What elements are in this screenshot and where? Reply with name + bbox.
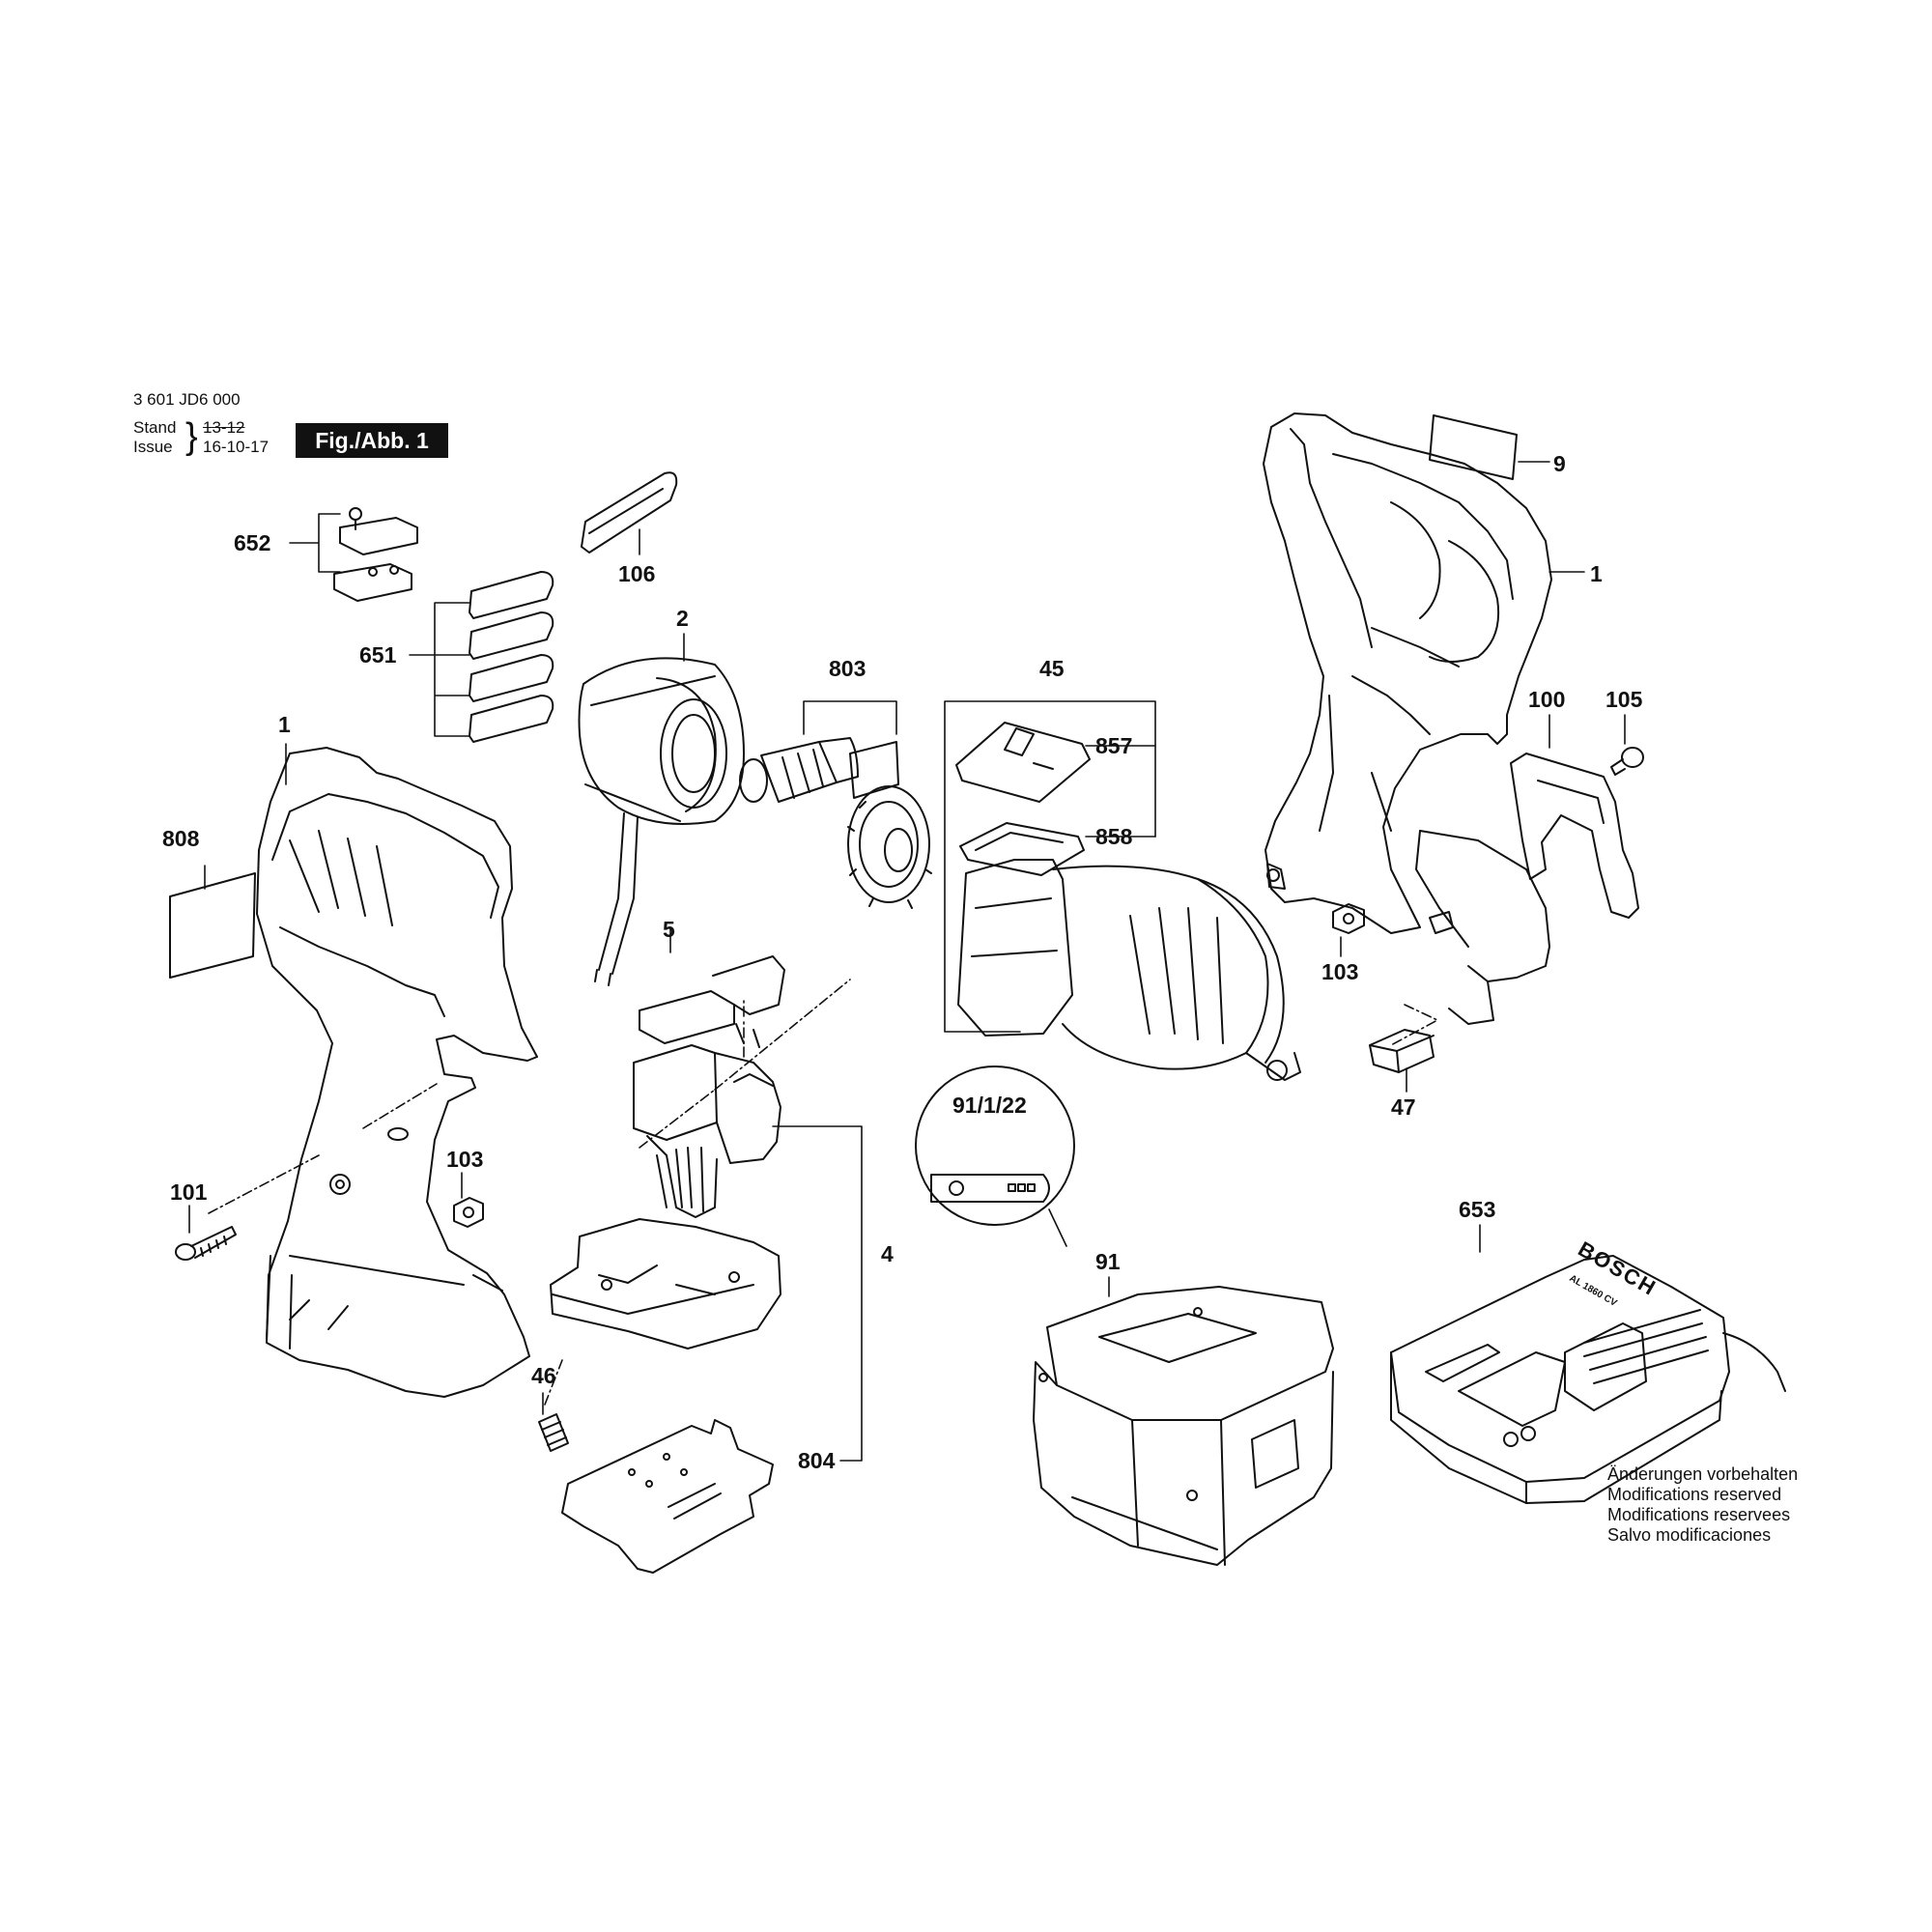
callout-857: 857 [1095,733,1133,758]
callout-101: 101 [170,1179,208,1205]
note-line-en: Modifications reserved [1607,1485,1782,1504]
part-105-screw [1611,748,1643,775]
part-45-gearbox-chuck [958,860,1300,1080]
part-number: 3 601 JD6 000 [133,390,241,409]
callout-653: 653 [1459,1197,1496,1222]
issue-value: 16-10-17 [203,438,270,456]
part-100-belt-clip [1511,753,1638,918]
part-46-spring [539,1414,568,1451]
part-103-nut-right [1333,904,1364,933]
callout-652: 652 [234,530,271,555]
leader-lines [189,462,1625,1461]
callout-808: 808 [162,826,200,851]
callout-1-left: 1 [278,712,291,737]
note-line-de: Änderungen vorbehalten [1607,1464,1799,1484]
callout-45: 45 [1039,656,1065,681]
part-103-nut-left [454,1198,483,1227]
callout-2: 2 [676,606,689,631]
issue-label: Issue [133,438,173,456]
part-91-1-22-bubble [916,1066,1074,1225]
part-91-battery [1034,1287,1333,1565]
part-858-plate [960,823,1084,875]
part-2-stator [580,658,745,985]
part-9-label [1430,415,1517,479]
part-653-charger [1391,1256,1785,1503]
part-106-plate [582,472,676,553]
callout-4: 4 [881,1241,894,1266]
stand-value: 13-12 [203,418,245,437]
part-1-housing-left [257,748,537,1397]
part-652-clips [334,508,417,601]
callout-100: 100 [1528,687,1566,712]
callout-1-right: 1 [1590,561,1603,586]
part-808-label [170,873,255,978]
callout-47: 47 [1391,1094,1416,1120]
callout-103-right: 103 [1321,959,1359,984]
callout-803: 803 [829,656,867,681]
part-1-housing-right [1264,413,1551,1024]
callout-91: 91 [1095,1249,1121,1274]
figure-label: Fig./Abb. 1 [296,423,448,458]
callout-804: 804 [798,1448,836,1473]
callout-5: 5 [663,917,675,942]
part-101-screw [176,1227,236,1260]
modifications-note: Änderungen vorbehalten Modifications res… [1607,1464,1798,1546]
brace-glyph: } [185,416,198,457]
stand-label: Stand [133,418,177,437]
part-803-armature [740,738,931,908]
part-804-base-plate [562,1420,773,1573]
part-47-pad [1370,1030,1434,1072]
callout-651: 651 [359,642,397,668]
part-651-plates [469,572,553,742]
callout-46: 46 [531,1363,556,1388]
callout-91-1-22: 91/1/22 [952,1093,1027,1118]
callout-858: 858 [1095,824,1133,849]
note-line-fr: Modifications reservees [1607,1505,1791,1524]
callout-105: 105 [1605,687,1643,712]
part-4-switch-module [551,1045,781,1349]
callout-106: 106 [618,561,656,586]
part-857-plate [956,723,1090,802]
callout-9: 9 [1553,451,1566,476]
part-5-switch-slide [639,956,784,1047]
note-line-es: Salvo modificaciones [1607,1525,1772,1545]
callout-103-left: 103 [446,1147,484,1172]
